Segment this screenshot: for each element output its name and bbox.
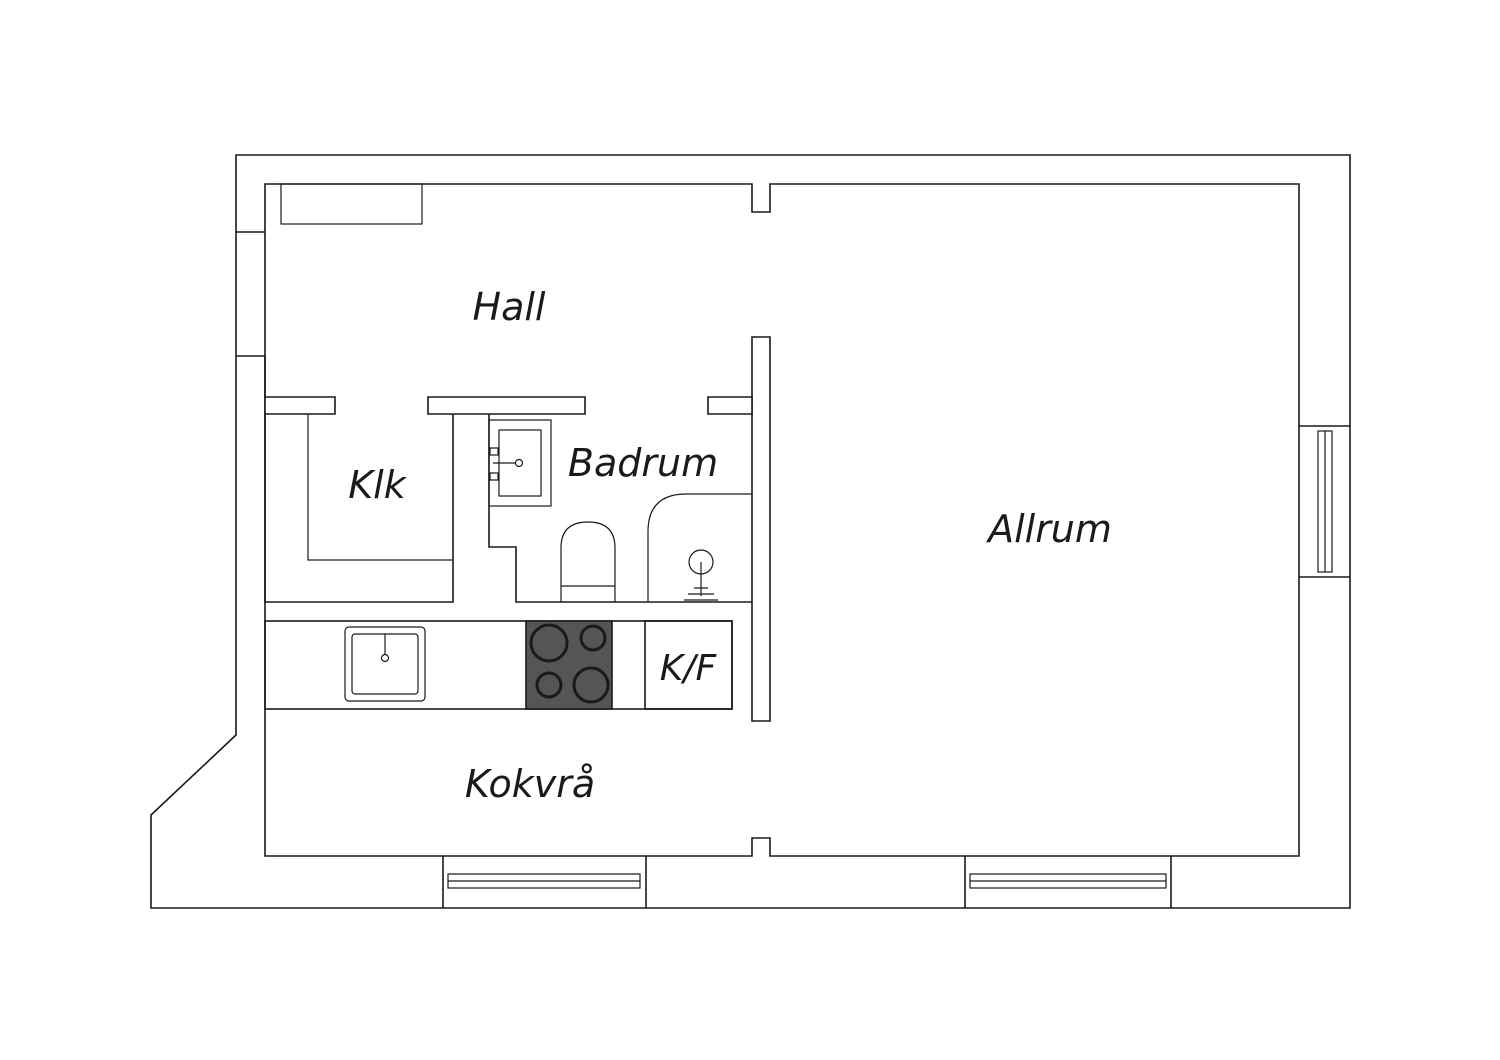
entry-door-opening [236,231,266,397]
window-bottom-right [964,856,1172,908]
fridge-freezer-label: K/F [660,648,718,689]
stove-burner-large-bottom [572,666,610,704]
shower-enclosure [647,493,752,602]
room-label-bathroom: Badrum [568,441,718,485]
stove [525,620,613,710]
closet-outline [264,414,454,603]
toilet [560,521,616,602]
stove-burner-small-top [579,624,607,652]
bath-wall-right-stub [707,396,753,415]
kitchen-sink [344,626,426,702]
stove-burner-large-top [529,623,569,663]
interior-floor [264,183,1300,857]
room-label-hall: Hall [473,285,546,329]
room-label-kitchen-nook: Kokvrå [465,762,595,806]
kitchen-sink-drain [380,653,390,663]
room-label-living-room: Allrum [985,507,1112,551]
closet-shelf [307,414,453,561]
shower-mixer [684,587,718,601]
window-right [1299,425,1350,578]
partition-wall-vertical [751,336,771,722]
room-label-closet: Klk [348,463,407,507]
window-bottom-left [442,856,647,908]
bath-wall-stub [427,396,586,415]
hat-shelf [280,183,423,225]
fridge-freezer [644,620,733,710]
faucet-handle-bottom [489,472,499,481]
faucet-handle-top [489,447,499,456]
bathroom-sink [488,419,552,507]
stove-burner-small-bottom [535,671,563,699]
closet-wall-left-stub [264,396,336,415]
